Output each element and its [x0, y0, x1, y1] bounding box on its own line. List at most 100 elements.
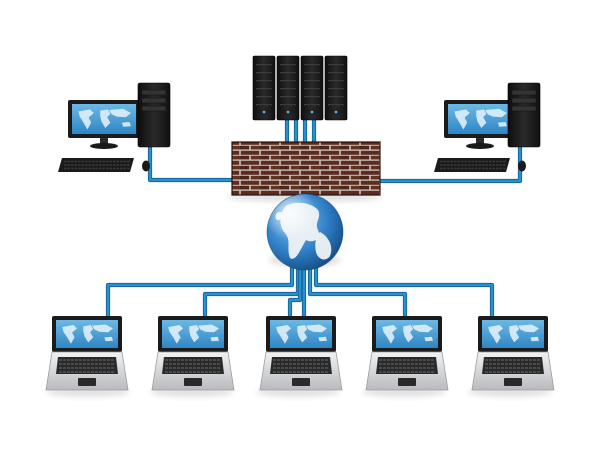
server-vent — [304, 80, 320, 82]
server-vent — [280, 80, 296, 82]
cable-outline — [147, 145, 238, 183]
map-continent — [306, 324, 327, 333]
desktop-computer-icon — [434, 82, 541, 172]
globe-rim — [266, 193, 344, 271]
monitor-neck — [100, 138, 108, 144]
map-continent — [297, 325, 308, 343]
map-continent — [104, 336, 113, 342]
map-continent — [424, 336, 433, 342]
cable — [308, 266, 407, 320]
drive-bay — [141, 89, 167, 96]
server-vent — [256, 64, 272, 66]
server-vent — [256, 72, 272, 74]
laptop-touchpad — [184, 378, 202, 386]
server-vent — [256, 104, 272, 106]
map-continent — [497, 122, 507, 127]
laptop-icon — [45, 316, 129, 391]
drive-bay — [511, 97, 537, 104]
map-continent — [476, 109, 487, 128]
map-continent — [403, 325, 414, 343]
server-vent — [328, 104, 344, 106]
monitor-neck — [476, 138, 484, 144]
map-continent — [100, 109, 111, 128]
laptop-row — [45, 316, 555, 391]
server-vent — [304, 72, 320, 74]
server-vent — [280, 88, 296, 90]
network-cables — [105, 117, 523, 321]
server-vent — [280, 64, 296, 66]
server-vent — [328, 96, 344, 98]
server-led — [310, 110, 314, 114]
laptop-touchpad — [398, 378, 416, 386]
monitor-base — [466, 143, 494, 149]
map-continent — [530, 336, 539, 342]
server-vent — [280, 104, 296, 106]
map-continent — [210, 336, 219, 342]
map-continent — [382, 325, 398, 344]
monitor-base — [90, 143, 118, 149]
drive-bay — [511, 105, 537, 112]
laptop-touchpad — [292, 378, 310, 386]
server-vent — [256, 80, 272, 82]
server-vent — [304, 104, 320, 106]
server-vent — [328, 72, 344, 74]
server-led — [334, 110, 338, 114]
laptop-touchpad — [504, 378, 522, 386]
map-continent — [488, 325, 504, 344]
server-vent — [328, 64, 344, 66]
brick-wall — [231, 141, 381, 196]
server-vent — [280, 72, 296, 74]
cable — [376, 146, 522, 183]
mouse — [518, 160, 526, 172]
laptop-icon — [151, 316, 235, 391]
laptop-touchpad — [78, 378, 96, 386]
laptop-icon — [259, 316, 343, 391]
server-vent — [256, 88, 272, 90]
cable — [288, 266, 302, 320]
server-led — [262, 110, 266, 114]
mouse — [142, 160, 150, 172]
map-continent — [412, 324, 433, 333]
map-continent — [276, 325, 292, 344]
server-vent — [304, 88, 320, 90]
map-continent — [454, 109, 470, 130]
map-continent — [318, 336, 327, 342]
desktop-computer-icon — [58, 82, 171, 172]
laptop-keyboard — [482, 357, 544, 374]
server-rack-icon — [252, 55, 348, 121]
globe-icon — [266, 193, 344, 271]
laptop-keyboard — [376, 357, 438, 374]
map-continent — [198, 324, 219, 333]
cable — [106, 266, 294, 320]
server-vent — [328, 80, 344, 82]
laptop-keyboard — [270, 357, 332, 374]
map-continent — [109, 108, 131, 118]
laptop-keyboard — [56, 357, 118, 374]
laptop-icon — [471, 316, 555, 391]
map-continent — [485, 108, 507, 118]
server-vent — [304, 64, 320, 66]
globe-highlight — [267, 194, 343, 270]
map-continent — [189, 325, 200, 343]
server-vent — [280, 96, 296, 98]
map-continent — [62, 325, 78, 344]
brick-firewall-icon — [231, 141, 381, 196]
laptop-icon — [365, 316, 449, 391]
drive-bay — [511, 89, 537, 96]
map-continent — [83, 325, 94, 343]
server-vent — [328, 88, 344, 90]
cable — [148, 146, 237, 182]
server-vent — [256, 96, 272, 98]
map-continent — [121, 122, 131, 127]
laptop-keyboard — [162, 357, 224, 374]
drive-bay — [141, 105, 167, 112]
server-vent — [304, 96, 320, 98]
cable — [203, 266, 300, 320]
server-led — [286, 110, 290, 114]
cable — [314, 266, 494, 320]
drive-bay — [141, 97, 167, 104]
map-continent — [518, 324, 539, 333]
map-continent — [78, 109, 94, 130]
map-continent — [92, 324, 113, 333]
